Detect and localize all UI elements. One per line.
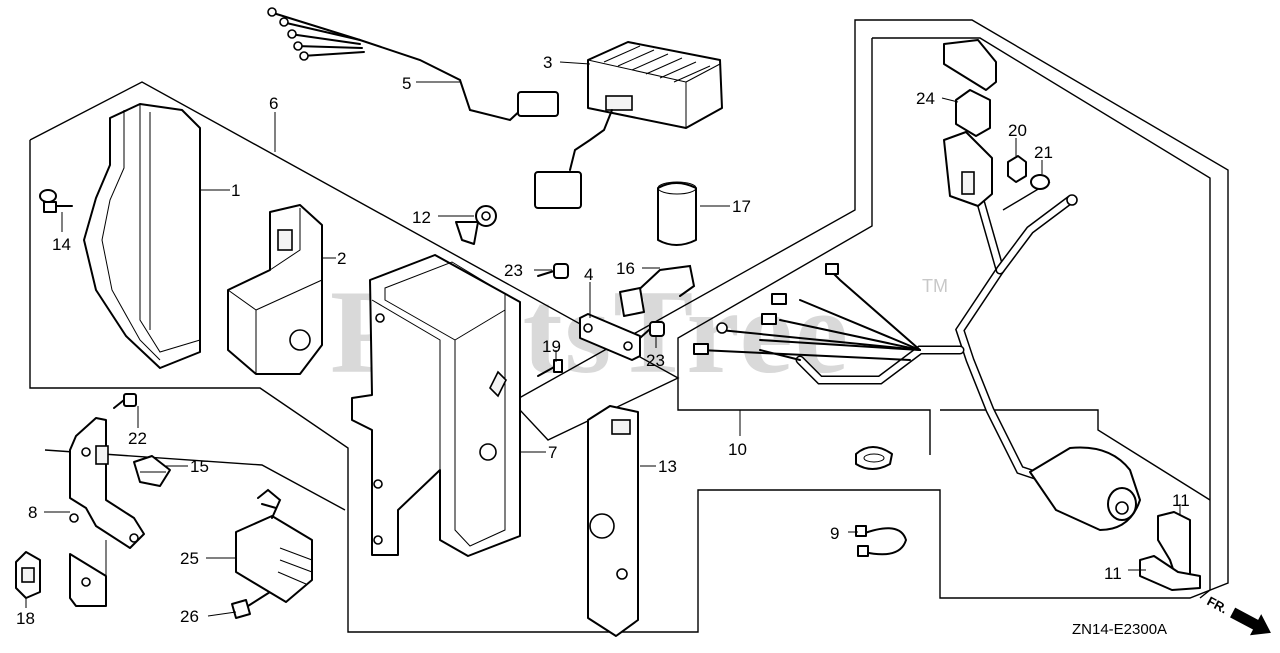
leader-lines [25, 61, 1181, 617]
part-21-washer [1030, 174, 1050, 190]
callout-1[interactable]: 1 [231, 181, 240, 200]
callout-12[interactable]: 12 [412, 208, 431, 227]
part-10-harness [693, 194, 1141, 531]
group-outline-10-left [677, 38, 931, 455]
callout-20[interactable]: 20 [1008, 121, 1027, 140]
part-11-terminals [1139, 511, 1201, 591]
callout-8[interactable]: 8 [28, 503, 37, 522]
diagram-code: ZN14-E2300A [1072, 621, 1167, 638]
part-2-bracket [227, 204, 323, 375]
callout-7[interactable]: 7 [548, 443, 557, 462]
group-outline-10-inner [872, 37, 1211, 599]
part-4-plate [579, 313, 641, 361]
callout-labels: 1 2 3 4 5 6 7 8 9 10 11 11 12 13 14 15 1… [16, 53, 1190, 628]
screw-23a [537, 263, 569, 279]
callout-19[interactable]: 19 [542, 337, 561, 356]
callout-22[interactable]: 22 [128, 429, 147, 448]
part-15-clip [133, 455, 171, 487]
group-outlines [29, 19, 1229, 633]
screw-26 [231, 591, 271, 619]
callout-5[interactable]: 5 [402, 74, 411, 93]
part-20-nut [1007, 155, 1027, 183]
callout-9[interactable]: 9 [830, 524, 839, 543]
screw-19 [537, 359, 563, 377]
screws [39, 189, 665, 619]
group-outline-8 [44, 449, 346, 511]
direction-label: FR. [1205, 593, 1231, 616]
callout-3[interactable]: 3 [543, 53, 552, 72]
callout-14[interactable]: 14 [52, 235, 71, 254]
callout-23b[interactable]: 23 [646, 351, 665, 370]
part-24-fuse [943, 39, 997, 207]
callout-2[interactable]: 2 [337, 249, 346, 268]
grommet [855, 446, 893, 470]
callout-11b[interactable]: 11 [1104, 564, 1122, 583]
group-outline-10-right [940, 409, 1211, 501]
part-1-cover [83, 103, 201, 369]
screw-22 [113, 393, 137, 409]
part-5-wire [267, 7, 613, 209]
front-direction-indicator: FR. [1205, 593, 1271, 636]
part-16-clamp [619, 264, 696, 317]
part-25-rectifier [235, 488, 313, 603]
callout-16[interactable]: 16 [616, 259, 635, 278]
screw-14 [39, 189, 73, 213]
part-9-clamp [855, 525, 908, 557]
group-outline-6-bottom [29, 19, 1229, 633]
screw-23b [639, 321, 665, 339]
callout-25[interactable]: 25 [180, 549, 199, 568]
callout-23a[interactable]: 23 [504, 261, 523, 280]
callout-18[interactable]: 18 [16, 609, 35, 628]
callout-13[interactable]: 13 [658, 457, 677, 476]
part-17-cap [657, 181, 697, 246]
part-8-bracket [69, 417, 145, 607]
part-13-plate [587, 405, 639, 637]
callout-26[interactable]: 26 [180, 607, 199, 626]
part-7-control-box [351, 254, 521, 557]
direction-arrow-icon [1230, 607, 1271, 636]
callout-10[interactable]: 10 [728, 440, 747, 459]
callout-15[interactable]: 15 [190, 457, 209, 476]
part-3-regulator [587, 41, 723, 129]
callout-21[interactable]: 21 [1034, 143, 1053, 162]
callout-4[interactable]: 4 [584, 265, 593, 284]
callout-6[interactable]: 6 [269, 94, 278, 113]
part-18-connector [15, 551, 41, 599]
part-12-clip [455, 205, 497, 245]
callout-17[interactable]: 17 [732, 197, 751, 216]
callout-24[interactable]: 24 [916, 89, 935, 108]
callout-11a[interactable]: 11 [1172, 491, 1190, 510]
watermark-tm: TM [922, 276, 948, 296]
